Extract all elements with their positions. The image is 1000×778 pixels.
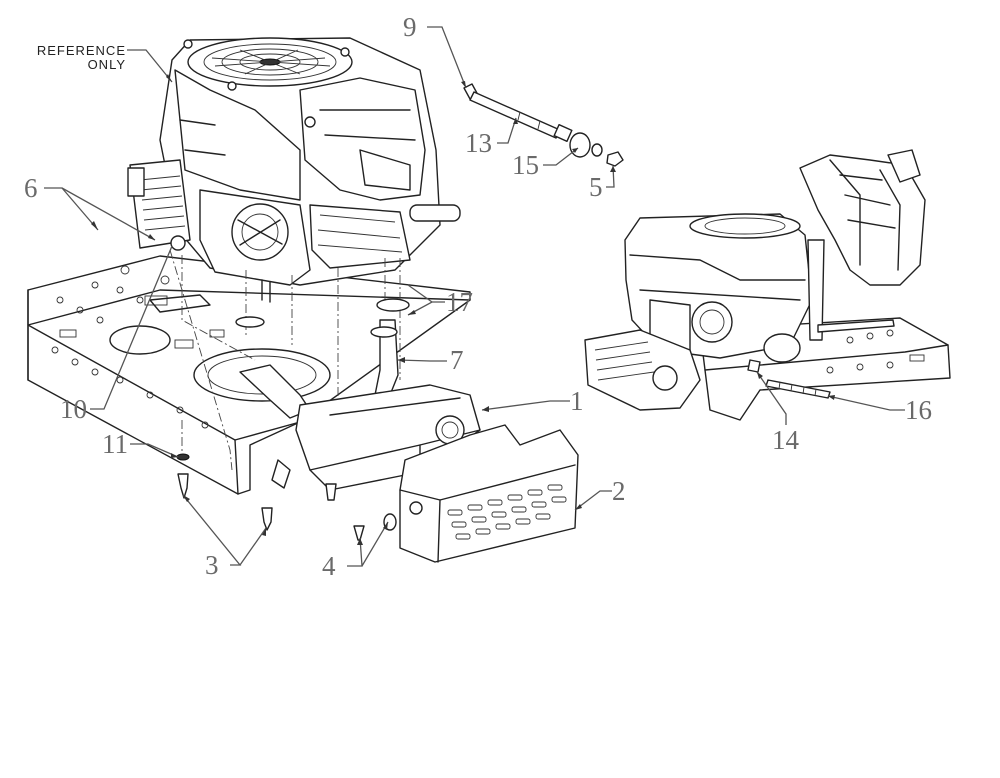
callout-17: 17 <box>446 287 473 317</box>
reference-note-line2: ONLY <box>87 56 126 72</box>
reference-note-line1: REFERENCE <box>36 43 126 58</box>
callout-5: 5 <box>589 172 603 202</box>
muffler-assembly <box>235 298 579 563</box>
alignment-lines <box>169 249 401 471</box>
callout-9: 9 <box>403 12 417 42</box>
callout-7: 7 <box>450 345 464 375</box>
callout-2: 2 <box>612 476 626 506</box>
callout-13: 13 <box>465 128 492 158</box>
callout-10: 10 <box>60 394 87 424</box>
assembled-view <box>584 149 951 421</box>
callout-15: 15 <box>512 150 539 180</box>
reference-only-note: REFERENCE ONLY <box>28 44 126 71</box>
callout-6: 6 <box>24 173 38 203</box>
callout-14: 14 <box>772 425 799 455</box>
callout-1: 1 <box>570 386 584 416</box>
callout-11: 11 <box>102 429 128 459</box>
callout-16: 16 <box>905 395 932 425</box>
leader-lines <box>44 26 905 567</box>
callout-4: 4 <box>322 551 336 581</box>
fasteners-left <box>176 453 273 531</box>
callout-3: 3 <box>205 550 219 580</box>
engine-left <box>127 37 461 303</box>
